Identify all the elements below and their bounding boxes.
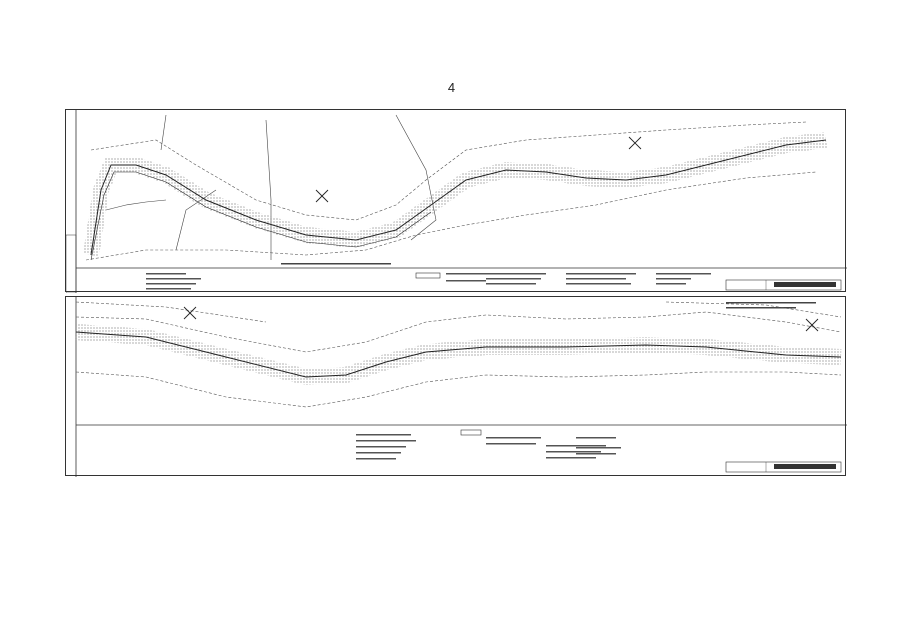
north-arrow-icon xyxy=(315,189,329,203)
title-block-code xyxy=(774,464,836,469)
road-centerline xyxy=(75,331,842,378)
map-drawing-upper xyxy=(66,110,847,293)
protection-zone-boundary xyxy=(85,121,817,261)
frame-side-stamp xyxy=(66,234,77,293)
road-edge xyxy=(90,171,432,261)
road-centerline xyxy=(90,139,827,256)
map-drawing-lower xyxy=(75,297,847,477)
north-arrow-icon xyxy=(628,136,642,150)
map-sheet-lower xyxy=(65,296,847,477)
title-block xyxy=(725,461,842,473)
page-number: 4 xyxy=(447,80,456,95)
protection-zone-boundary xyxy=(75,301,842,408)
strip-shading xyxy=(75,324,842,386)
north-arrow-icon xyxy=(183,306,197,320)
legend-block xyxy=(146,263,711,290)
legend-block xyxy=(356,302,816,460)
north-arrow-icon xyxy=(805,318,819,332)
title-block xyxy=(725,279,842,291)
title-block-code xyxy=(774,282,836,287)
map-sheet-upper xyxy=(65,109,847,293)
